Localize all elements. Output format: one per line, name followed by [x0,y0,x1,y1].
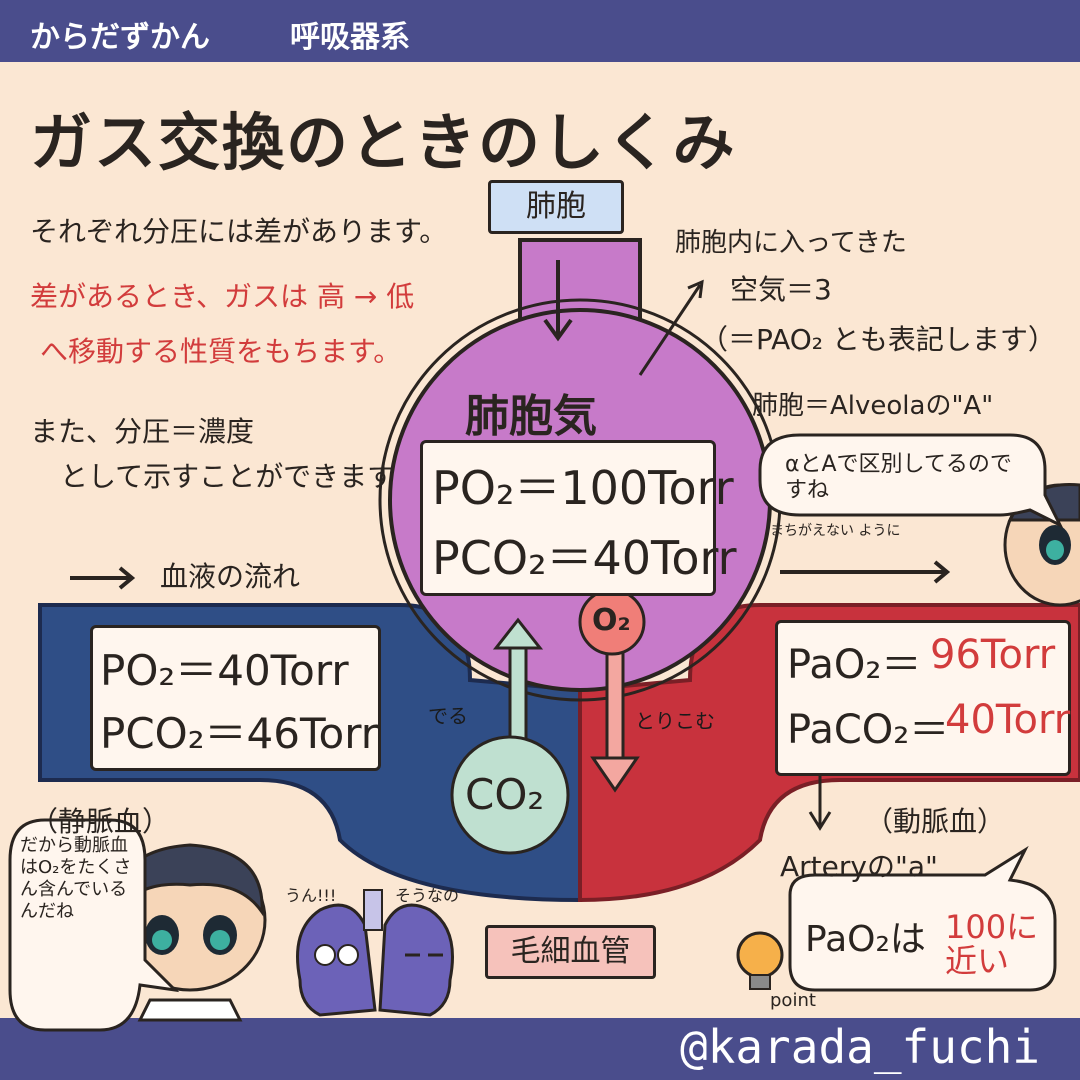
small-note: まちがえない ように [770,523,901,539]
arterial-pao2-value: 96Torr [930,632,1056,678]
venous-pco2: PCO₂＝46Torr [100,709,379,758]
alpha-bubble [758,433,1064,529]
page-title: ガス交換のときのしくみ [30,106,737,179]
footer-band [0,1018,1080,1080]
author-handle: @karada_fuchi [679,1020,1040,1074]
venous-po2: PO₂＝40Torr [100,646,349,695]
o2-badge-label: O₂ [592,603,631,638]
intro-line-5: として示すことができます [60,460,396,493]
point-label: point [770,990,816,1011]
annotation-arrow [638,284,702,376]
header-band [0,0,1080,62]
o2-arrow-head [590,756,640,793]
alveolar-po2: PO₂＝100Torr [432,461,734,515]
intro-line-3: へ移動する性質をもちます。 [40,335,402,368]
intro-line-4: また、分圧＝濃度 [30,415,255,448]
arterial-paco2-prefix: PaCO₂＝ [787,707,950,753]
release-label: でる [428,704,468,728]
capillary-tag: 毛細血管 [485,925,656,979]
arterial-pao2-prefix: PaO₂＝ [787,642,922,688]
arterial-values-box [775,620,1071,776]
alveolar-gas-label: 肺胞気 [465,391,597,442]
co2-badge-label: CO₂ [465,770,545,819]
intro-line-1: それぞれ分圧には差があります。 [30,215,448,248]
co2-badge [450,735,570,855]
trachea [363,889,383,931]
doctor-bubble [8,818,180,1032]
arterial-label: （動脈血） [865,805,1006,838]
alveolar-pco2: PCO₂＝40Torr [432,531,737,585]
venous-values-box [90,625,381,771]
lung-left-speech: うん!!! [285,886,337,905]
topic-title: 呼吸器系 [290,20,410,55]
venous-label: （静脈血） [30,805,171,838]
artery-note: Arteryの"a" [780,850,938,883]
intro-line-2: 差があるとき、ガスは 高 → 低 [30,280,415,313]
alveolar-values-box [420,440,716,596]
lung-character-left [296,903,377,1017]
blood-flow-label: 血液の流れ [160,560,301,593]
point-prefix: PaO₂は [805,919,926,960]
annotation-line-2: 空気＝3 [730,273,832,306]
co2-arrow-head [492,617,544,650]
annotation-line-1: 肺胞内に入ってきた [675,228,907,258]
o2-arrow-shaft [605,638,625,762]
doctor-bubble-text: だから動脈血はO₂をたくさん含んでいるんだね [20,835,132,922]
annotation-line-4: 肺胞＝Alveolaの"A" [752,391,994,421]
alpha-bubble-text: αとAで区別してるのですね [785,452,1012,503]
light-bulb-icon [736,931,784,979]
annotation-line-3: （＝PAO₂ とも表記します） [700,323,1056,356]
arterial-paco2-value: 40Torr [945,697,1071,743]
point-highlight: 100に近い [945,908,1039,980]
lung-character-right [378,903,454,1017]
lung-right-speech: そうなの [395,886,460,905]
series-title: からだずかん [30,20,210,55]
point-bubble [788,845,1057,992]
take-in-label: とりこむ [635,709,715,733]
alveolus-tag: 肺胞 [488,180,624,234]
